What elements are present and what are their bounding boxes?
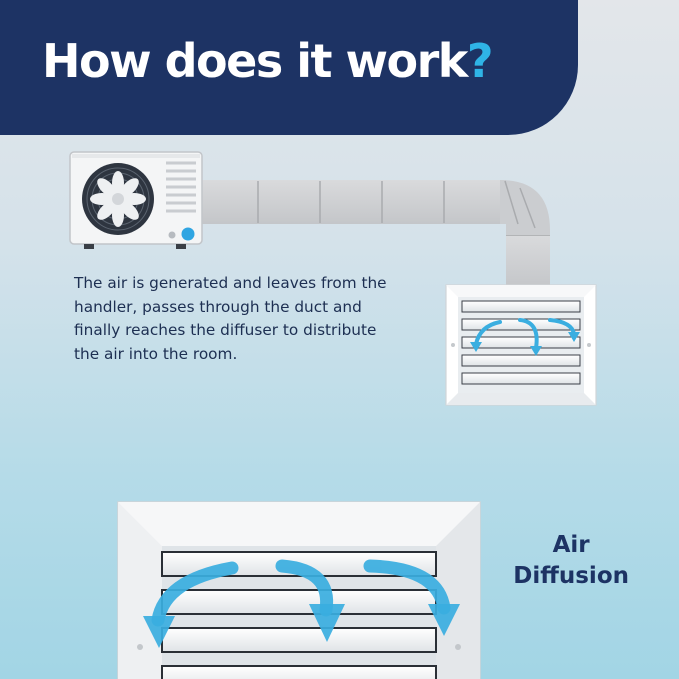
air-diffusion-label: Air Diffusion bbox=[513, 532, 629, 589]
page-title: How does it work? bbox=[42, 34, 494, 88]
question-mark: ? bbox=[466, 34, 494, 88]
air-handler-icon bbox=[69, 151, 203, 249]
indicator-light bbox=[168, 231, 176, 239]
diffuser-icon bbox=[445, 284, 597, 406]
large-airflow-arrow-icon bbox=[151, 559, 451, 627]
large-diffuser-icon bbox=[117, 501, 481, 679]
vent-slots bbox=[166, 161, 196, 213]
fan-icon bbox=[82, 163, 154, 235]
power-icon bbox=[181, 227, 195, 241]
description-text: The air is generated and leaves from the… bbox=[74, 274, 387, 363]
header-banner bbox=[0, 0, 578, 135]
duct-icon bbox=[196, 180, 550, 288]
diffuser-louvers bbox=[461, 300, 581, 385]
